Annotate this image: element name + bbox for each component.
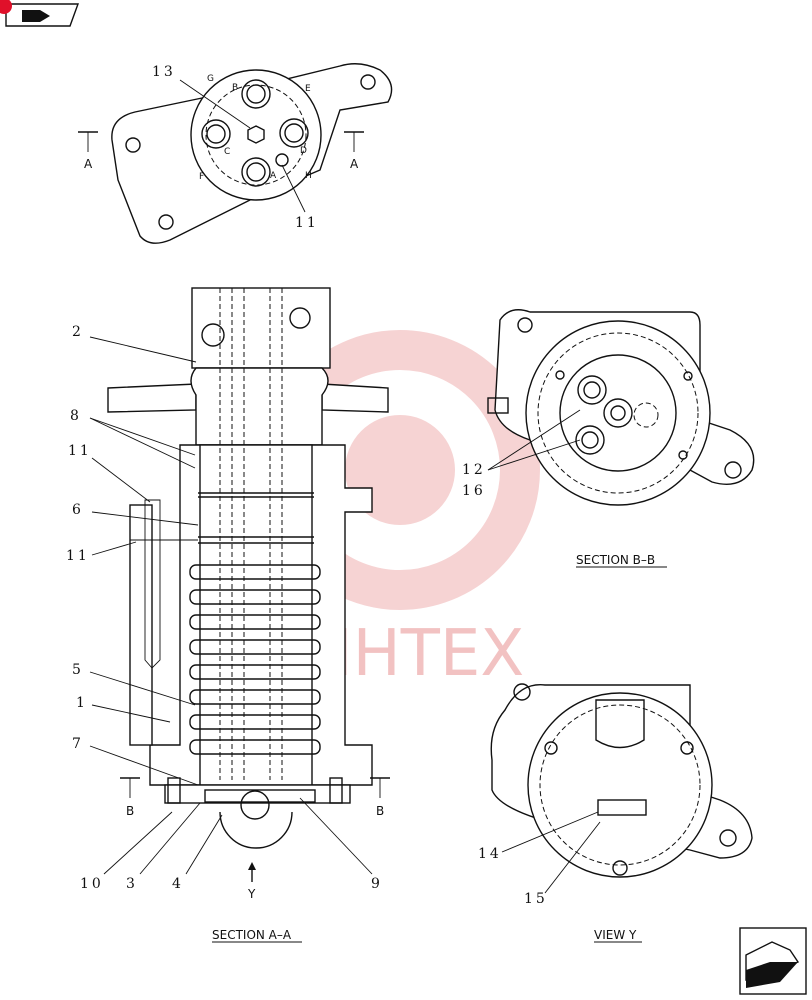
section-mark-b-right: B: [376, 804, 384, 818]
port-letter-a: A: [270, 171, 277, 181]
callout-11-top: 11: [295, 215, 319, 231]
port-right: [279, 118, 309, 148]
section-mark-b-left: B: [126, 804, 134, 818]
nameplate: [597, 799, 647, 816]
callout-11-upper: 11: [68, 443, 92, 459]
callout-12: 12: [462, 462, 486, 478]
port-letter-c: C: [224, 147, 230, 157]
port-letter-b: B: [232, 83, 238, 93]
nav-back-icon[interactable]: [0, 0, 79, 27]
section-mark-a-left: A: [84, 157, 93, 171]
caption-section-aa: SECTION A–A: [212, 928, 292, 942]
callout-16: 16: [462, 483, 486, 499]
section-aa-view: 2 8 11 6 11 5 1 7 10 3 4 9 B B Y: [66, 287, 390, 943]
red-badge-icon: [0, 0, 12, 14]
callout-8: 8: [70, 408, 82, 424]
seal-rings: [189, 564, 321, 755]
callout-13: 13: [152, 64, 176, 80]
port-letter-g: G: [207, 74, 214, 84]
callout-9: 9: [371, 876, 383, 892]
port-letter-h: H: [305, 171, 312, 181]
callout-11-lower: 11: [66, 548, 90, 564]
view-y: 14 15 VIEW Y: [478, 683, 753, 943]
callout-5: 5: [72, 662, 84, 678]
callout-4: 4: [172, 876, 184, 892]
top-view: G B E C D F A H 13 11 A A: [78, 63, 393, 244]
callout-2: 2: [72, 324, 84, 340]
view-mark-y: Y: [247, 887, 256, 901]
callout-1: 1: [76, 695, 88, 711]
callout-14: 14: [478, 846, 502, 862]
port-bottom: [241, 157, 271, 187]
callout-7: 7: [72, 736, 84, 752]
caption-section-bb: SECTION B–B: [576, 553, 655, 567]
section-bb-view: 12 16 SECTION B–B: [462, 309, 755, 568]
port-left: [201, 119, 231, 149]
port-letter-e: E: [305, 84, 311, 94]
caption-view-y: VIEW Y: [594, 928, 637, 942]
section-mark-a-right: A: [350, 157, 359, 171]
callout-6: 6: [72, 502, 84, 518]
callout-15: 15: [524, 891, 548, 907]
port-letter-d: D: [300, 146, 307, 156]
port-letter-f: F: [199, 172, 204, 182]
callout-10: 10: [80, 876, 104, 892]
callout-3: 3: [126, 876, 138, 892]
nav-next-icon[interactable]: [739, 927, 807, 995]
port-top: [241, 79, 271, 109]
